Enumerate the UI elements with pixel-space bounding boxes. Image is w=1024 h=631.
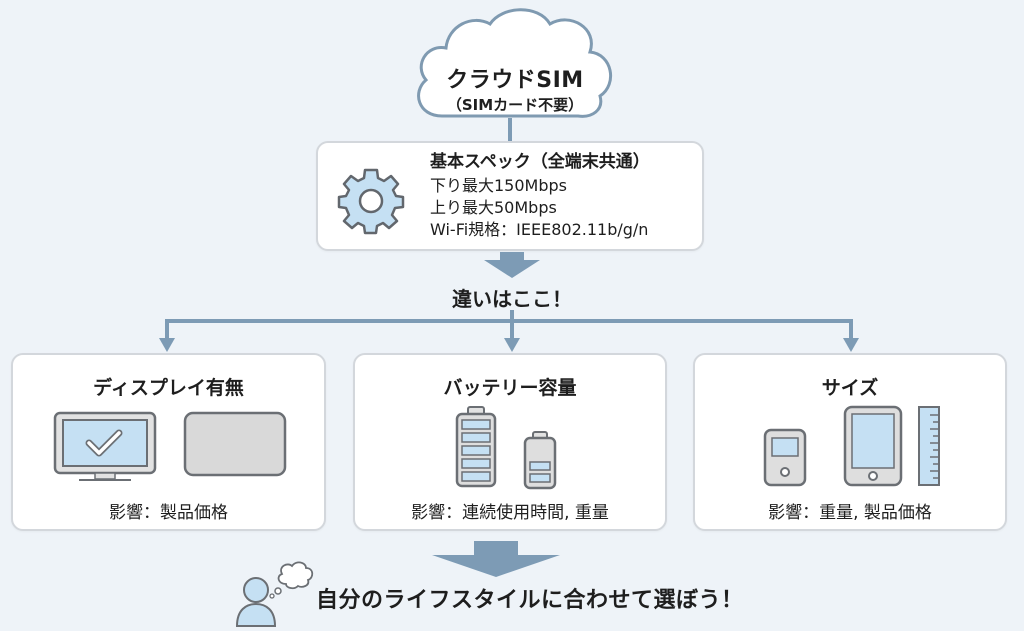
conclusion-text: 自分のライフスタイルに合わせて選ぼう！ xyxy=(316,588,744,613)
factor-impact: 影響：重量, 製品価格 xyxy=(768,503,932,523)
factor-title: バッテリー容量 xyxy=(443,377,577,399)
ruler-icon xyxy=(918,406,940,486)
small-device-icon xyxy=(763,428,807,487)
down-arrow-icon xyxy=(484,252,540,278)
cloud-subtitle: （SIMカード不要） xyxy=(446,96,584,114)
battery-full-icon xyxy=(455,406,497,488)
branch-arrows xyxy=(159,310,859,352)
cloud-icon xyxy=(417,8,612,118)
monitor-with-check-icon xyxy=(53,411,157,481)
cloud-title: クラウドSIM xyxy=(446,68,584,93)
factor-card-display: ディスプレイ有無 影響：製品価格 xyxy=(11,353,326,531)
cloud-sim-node: クラウドSIM （SIMカード不要） xyxy=(404,4,626,124)
spec-uplink: 上り最大50Mbps xyxy=(430,198,557,217)
factor-title: サイズ xyxy=(821,377,879,399)
battery-low-icon xyxy=(523,431,557,490)
factor-card-size: サイズ 影響：重量, 製品価格 xyxy=(693,353,1007,531)
factor-card-battery: バッテリー容量 影響：連続使用時間, 重量 xyxy=(353,353,667,531)
connector-line xyxy=(508,118,512,142)
factor-impact: 影響：製品価格 xyxy=(109,503,228,523)
spec-wifi-standard: Wi-Fi規格：IEEE802.11b/g/n xyxy=(430,220,649,239)
down-arrow-icon xyxy=(432,541,560,577)
spec-title: 基本スペック（全端末共通） xyxy=(430,152,650,172)
factor-title: ディスプレイ有無 xyxy=(93,377,244,399)
gear-icon xyxy=(337,168,405,235)
difference-label: 違いはここ！ xyxy=(452,287,572,311)
blank-screen-icon xyxy=(183,411,287,477)
tablet-icon xyxy=(843,405,903,487)
factor-impact: 影響：連続使用時間, 重量 xyxy=(411,503,609,523)
spec-card: 基本スペック（全端末共通） 下り最大150Mbps 上り最大50Mbps Wi-… xyxy=(316,141,704,251)
spec-downlink: 下り最大150Mbps xyxy=(430,176,567,195)
thinking-person-icon xyxy=(235,561,314,627)
